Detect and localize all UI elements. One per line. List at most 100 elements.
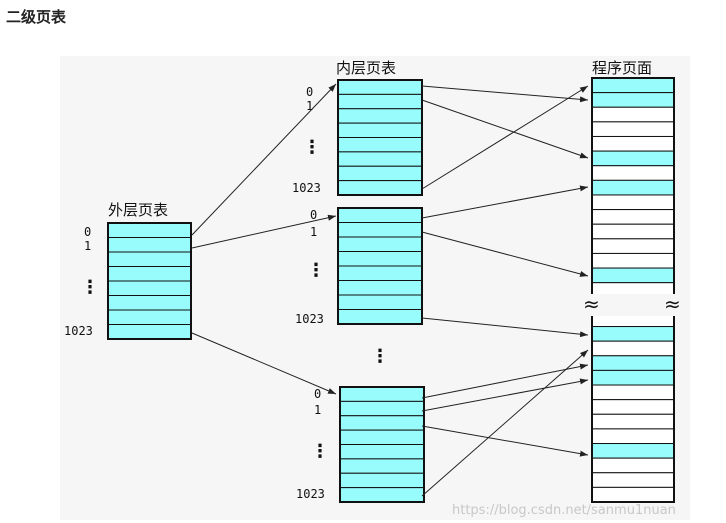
outer-index-1023: 1023 [64,324,93,338]
inner-table-1-row [337,165,423,182]
outer-table-row [107,266,192,282]
inner-table-3-border [339,386,425,503]
program-pages-column [591,77,675,503]
inner1-index-1: 1 [306,99,313,113]
outer-table-row [107,309,192,325]
inner-table-1-row [337,137,423,153]
arrow-outer-to-inner1 [191,83,337,236]
inner-table-3-row [339,458,425,474]
program-page-row [591,238,675,254]
inner-table-3-row [339,429,425,446]
program-page-row [591,428,675,445]
inner-tables-ellipsis: ⋮ [371,346,389,367]
arrow-inner3-row0 [421,363,589,399]
inner1-index-1023: 1023 [292,181,321,195]
inner3-ellipsis: ⋮ [311,441,329,462]
inner-table-2-row [337,222,423,238]
arrow-inner1-row0 [421,85,589,103]
inner-page-table-1 [337,79,423,196]
outer-page-table [107,222,192,340]
watermark: https://blog.csdn.net/sanmu1nuan [452,503,676,518]
inner-table-3-row [339,472,425,489]
program-page-row [591,443,675,459]
inner-table-3-row [339,415,425,431]
arrows [191,83,589,497]
program-page-row [591,457,675,474]
outer-index-1: 1 [84,239,91,253]
inner-table-label: 内层页表 [336,59,396,77]
program-page-row [591,267,675,284]
arrow-inner3-row1 [421,378,589,412]
inner-table-2-row [337,294,423,310]
inner-table-2-row [337,236,423,252]
inner-table-3-row [339,400,425,417]
program-page-row [591,486,675,503]
outer-ellipsis: ⋮ [81,277,99,298]
inner2-index-1023: 1023 [295,312,324,326]
inner-table-1-row [337,122,423,139]
program-page-row [591,223,675,240]
outer-table-row [107,280,192,296]
program-page-row [591,165,675,181]
inner3-index-1: 1 [314,403,321,417]
program-page-row [591,252,675,269]
program-page-row [591,77,675,94]
break-mark-left: ≈ [583,292,600,316]
break-gap [589,294,681,316]
program-page-row [591,106,675,123]
inner-table-3-row [339,386,425,402]
outer-index-0: 0 [84,225,91,239]
outer-table-row [107,251,192,267]
program-page-row [591,150,675,167]
outer-table-border [107,222,192,340]
inner2-ellipsis: ⋮ [307,260,325,281]
outer-table-row [107,295,192,311]
program-page-row [591,135,675,152]
arrow-outer-to-inner3 [191,332,337,395]
inner2-index-1: 1 [310,225,317,239]
outer-table-label: 外层页表 [108,201,168,219]
inner-table-2-row [337,251,423,267]
inner-table-2-border [337,207,423,325]
program-page-row [591,92,675,108]
inner-table-2-row [337,280,423,296]
inner-table-1-row [337,93,423,110]
arrow-inner3-last [421,349,589,497]
inner-table-3-row [339,487,425,503]
inner-table-2-row [337,309,423,325]
arrow-inner2-row1 [421,231,589,277]
program-page-row [591,179,675,196]
arrow-inner1-row1 [421,99,589,159]
arrow-outer-to-inner2 [191,214,337,249]
program-page-row [591,384,675,401]
inner-table-2-row [337,207,423,223]
inner1-ellipsis: ⋮ [303,137,321,158]
program-page-row [591,355,675,371]
page-title: 二级页表 [6,8,67,26]
arrow-inner2-row0 [421,185,589,219]
inner-table-1-row [337,151,423,167]
program-page-row [591,121,675,137]
inner-table-1-row [337,79,423,95]
program-page-border [591,77,675,503]
program-page-row [591,326,675,342]
program-page-row [591,340,675,357]
arrow-inner3-mid [421,425,589,457]
program-page-row [591,194,675,211]
inner1-index-0: 0 [306,85,313,99]
inner-page-table-2 [337,207,423,325]
outer-table-row [107,324,192,340]
program-page-row [591,209,675,225]
arrow-inner1-last [421,85,589,190]
program-page-row [591,369,675,386]
program-page-row [591,472,675,488]
break-mark-right: ≈ [664,292,681,316]
program-page-row [591,413,675,430]
outer-table-row [107,237,192,253]
inner3-index-0: 0 [314,387,321,401]
arrow-inner2-last [421,317,589,338]
inner-table-1-border [337,79,423,196]
outer-table-row [107,222,192,238]
program-page-row [591,399,675,415]
